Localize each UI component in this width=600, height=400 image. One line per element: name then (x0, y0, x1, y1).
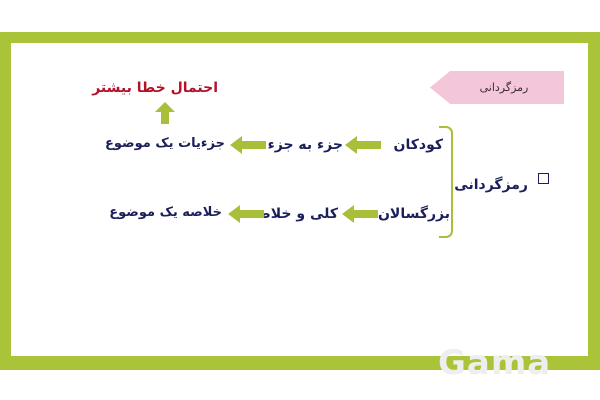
row-result: خلاصه یک موضوع (109, 205, 222, 220)
note-text: احتمال خطا بیشتر (92, 80, 218, 96)
row-method: کلی و خلاصه (248, 206, 338, 222)
up-arrow-icon (155, 102, 175, 124)
left-arrow-icon (230, 136, 266, 154)
left-arrow-icon (345, 136, 381, 154)
left-arrow-icon (228, 205, 264, 223)
watermark-logo: Gama (438, 343, 552, 383)
row-subject: کودکان (393, 137, 443, 153)
bracket (439, 126, 453, 238)
left-arrow-icon (342, 205, 378, 223)
header-tag-label: رمزگردانی (479, 81, 529, 94)
row-subject: بزرگسالان (377, 206, 450, 222)
main-item-label: رمزگردانی (454, 177, 528, 193)
bullet-checkbox-icon (538, 173, 549, 184)
header-tag: رمزگردانی (430, 71, 564, 104)
row-method: جزء به جزء (267, 137, 343, 153)
row-result: جزءیات یک موضوع (105, 136, 225, 151)
